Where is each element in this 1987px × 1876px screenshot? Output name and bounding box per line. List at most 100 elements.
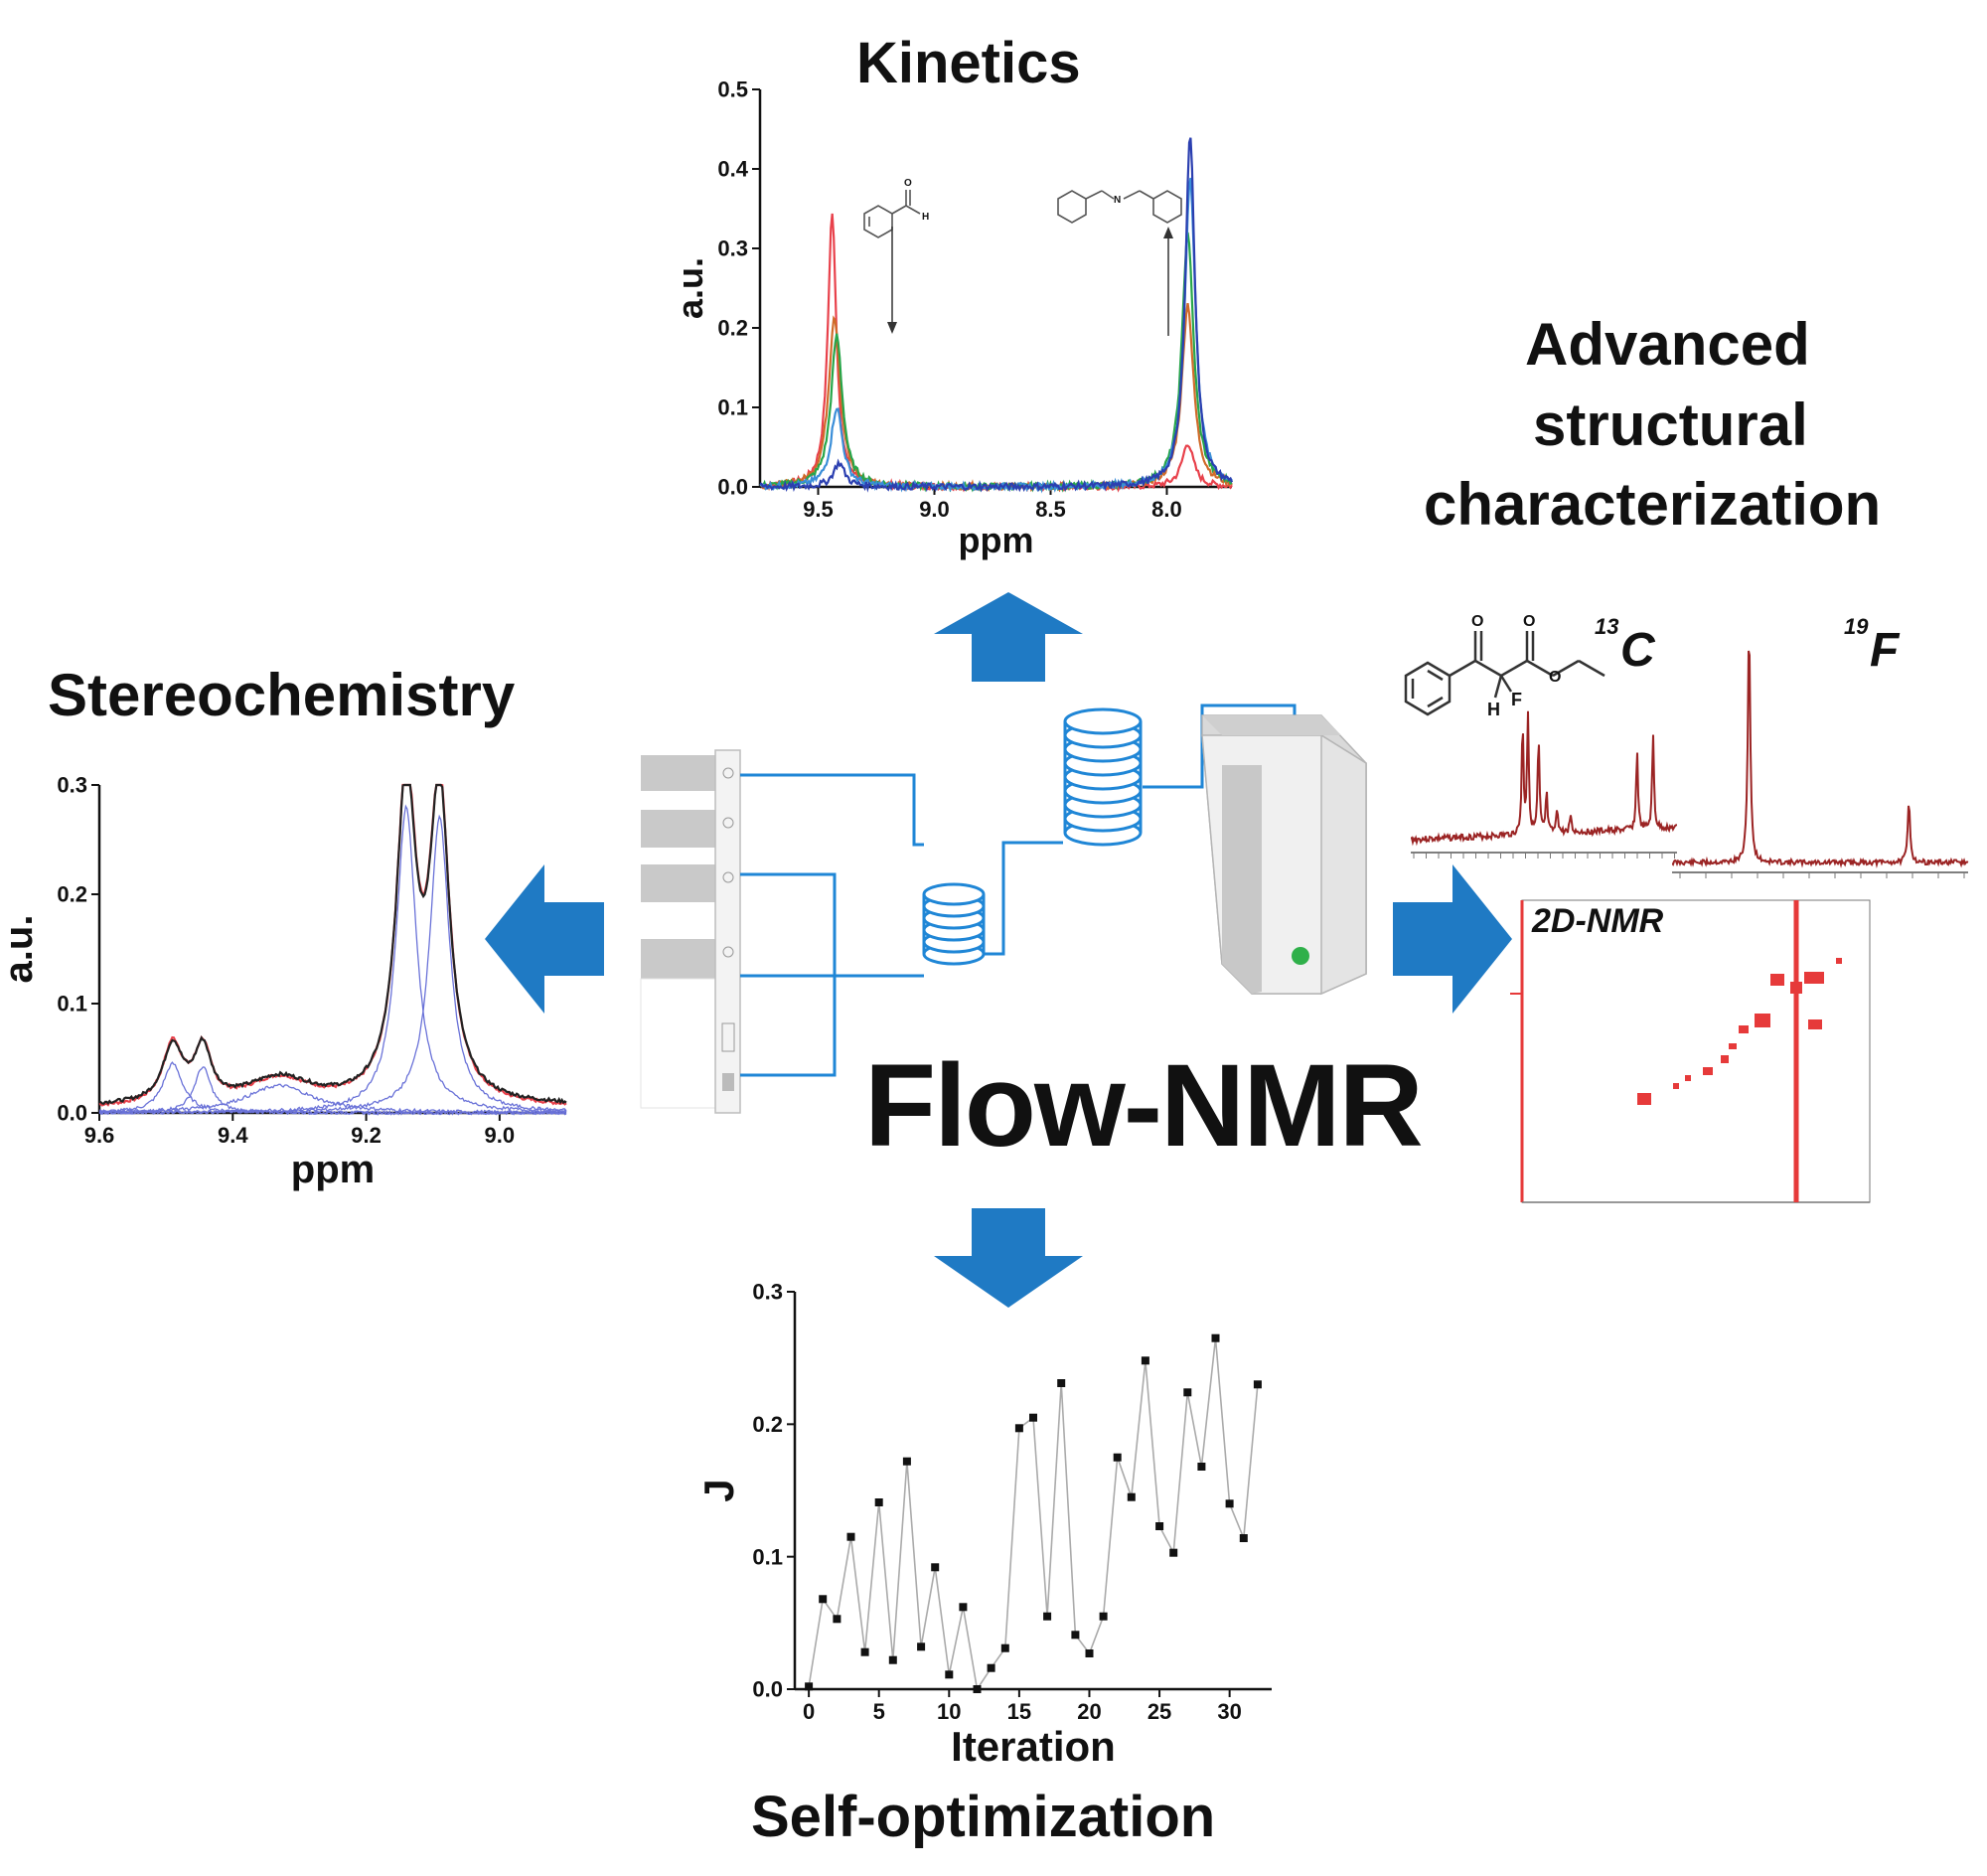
- decrease-arrow-icon: [887, 227, 897, 334]
- self-optimization-point: [1239, 1534, 1248, 1542]
- twod-nmr-label: 2D-NMR: [1531, 902, 1664, 940]
- f19-mass-label: 19: [1844, 614, 1869, 639]
- kinetics-xtick-label: 8.0: [1151, 497, 1182, 522]
- stereochemistry-xtick-label: 9.2: [351, 1123, 382, 1148]
- self-optimization-point: [917, 1642, 926, 1651]
- kinetics-ytick-label: 0.3: [717, 236, 748, 261]
- kinetics-xlabel: ppm: [959, 520, 1034, 560]
- self-optimization-xtick-label: 25: [1147, 1699, 1171, 1724]
- arrow-right-icon: [1393, 864, 1512, 1014]
- self-optimization-point: [1169, 1548, 1178, 1557]
- flow-apparatus: [640, 704, 1367, 1114]
- self-optimization-ytick-label: 0.2: [752, 1412, 783, 1437]
- fluoro-ketoester-molecule: O O O H F: [1404, 613, 1605, 719]
- stereochemistry-ytick-label: 0.2: [57, 882, 87, 907]
- self-optimization-point: [931, 1563, 940, 1572]
- kinetics-ylabel: a.u.: [670, 257, 710, 319]
- self-optimization-xtick-label: 0: [803, 1699, 815, 1724]
- imine-molecule: N: [1057, 190, 1182, 224]
- kinetics-ytick-label: 0.2: [717, 316, 748, 341]
- self-optimization-point: [1029, 1413, 1037, 1422]
- c13-spectrum: [1411, 710, 1678, 859]
- self-optimization-point: [902, 1457, 911, 1466]
- self-optimization-point: [1057, 1379, 1066, 1387]
- self-optimization-point: [1000, 1643, 1009, 1652]
- self-optimization-point: [874, 1498, 883, 1506]
- self-optimization-point: [1014, 1424, 1023, 1433]
- stereochemistry-xlabel: ppm: [291, 1148, 375, 1191]
- self-optimization-point: [1113, 1453, 1122, 1462]
- twod-crosspeaks: [1637, 958, 1842, 1105]
- c13-element-label: C: [1620, 624, 1656, 677]
- self-optimization-point: [959, 1603, 968, 1612]
- stereochemistry-series-line: [98, 814, 567, 1116]
- self-optimization-point: [833, 1615, 841, 1624]
- flow-nmr-title: Flow-NMR: [864, 1040, 1424, 1172]
- arrow-down-icon: [934, 1208, 1083, 1308]
- self-optimization-point: [973, 1685, 982, 1693]
- svg-text:O: O: [1523, 613, 1535, 630]
- self-optimization-point: [1197, 1463, 1206, 1471]
- arrow-left-icon: [485, 864, 604, 1014]
- increase-arrow-icon: [1163, 227, 1173, 336]
- kinetics-title: Kinetics: [856, 31, 1081, 95]
- self-optimization-point: [1155, 1522, 1164, 1530]
- self-optimization-point: [805, 1682, 814, 1691]
- self-optimization-xtick-label: 5: [873, 1699, 885, 1724]
- svg-text:O: O: [904, 178, 912, 189]
- self-optimization-point: [888, 1655, 897, 1664]
- c13-label: 13 C: [1595, 614, 1656, 677]
- stereochemistry-ytick-label: 0.3: [57, 773, 87, 798]
- self-optimization-point: [1253, 1380, 1262, 1389]
- self-optimization-point: [1043, 1612, 1052, 1621]
- self-optimization-xtick-label: 10: [937, 1699, 961, 1724]
- self-optimization-point: [1127, 1492, 1136, 1501]
- twod-nmr-spectrum: 2D-NMR: [1510, 899, 1871, 1203]
- kinetics-xtick-label: 9.0: [919, 497, 950, 522]
- self-optimization-ytick-label: 0.3: [752, 1280, 783, 1305]
- self-optimization-xtick-label: 20: [1077, 1699, 1101, 1724]
- self-optimization-point: [1141, 1356, 1149, 1365]
- self-optimization-point: [860, 1647, 869, 1656]
- large-coil: [1063, 707, 1143, 847]
- syringe-pump-stack: [640, 749, 741, 1114]
- self-optimization-point: [819, 1595, 828, 1604]
- self-optimization-point: [846, 1532, 855, 1541]
- benzaldehyde-h-label: H: [922, 212, 929, 223]
- self-optimization-xlabel: Iteration: [951, 1723, 1116, 1770]
- molecule-f-label: F: [1511, 690, 1522, 709]
- self-optimization-title: Self-optimization: [751, 1785, 1216, 1849]
- kinetics-ytick-label: 0.4: [717, 157, 748, 182]
- advanced-title-line3: characterization: [1424, 471, 1882, 538]
- nmr-magnet: [1201, 714, 1367, 996]
- kinetics-ytick-label: 0.1: [717, 395, 748, 420]
- f19-element-label: F: [1870, 624, 1901, 677]
- svg-text:O: O: [1471, 613, 1483, 630]
- kinetics-ytick-label: 0.5: [717, 78, 748, 102]
- benzaldehyde-molecule: O H: [863, 178, 929, 238]
- c13-mass-label: 13: [1595, 614, 1618, 639]
- self-optimization-point: [1099, 1612, 1108, 1621]
- self-optimization-ylabel: J: [695, 1479, 742, 1501]
- svg-text:O: O: [1549, 669, 1561, 686]
- stereochemistry-xtick-label: 9.6: [84, 1123, 115, 1148]
- stereochemistry-xtick-label: 9.0: [485, 1123, 516, 1148]
- self-optimization-ytick-label: 0.0: [752, 1677, 783, 1702]
- kinetics-series-line: [759, 137, 1234, 493]
- self-optimization-point: [987, 1663, 995, 1672]
- stereochemistry-series-line: [98, 1066, 567, 1116]
- self-optimization-point: [1085, 1649, 1094, 1657]
- self-optimization-point: [1183, 1388, 1192, 1397]
- advanced-title-line1: Advanced: [1525, 311, 1810, 378]
- kinetics-xtick-label: 9.5: [803, 497, 834, 522]
- stereochemistry-xtick-label: 9.4: [218, 1123, 248, 1148]
- self-optimization-point: [1225, 1499, 1234, 1508]
- self-optimization-point: [1211, 1333, 1220, 1342]
- stereochemistry-title: Stereochemistry: [48, 662, 516, 728]
